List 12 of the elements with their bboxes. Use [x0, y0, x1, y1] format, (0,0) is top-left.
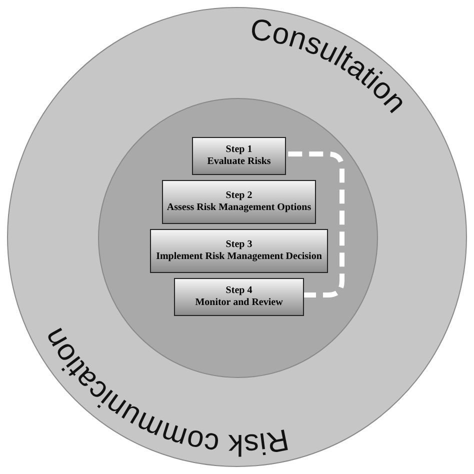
step-title: Implement Risk Management Decision	[156, 251, 322, 263]
step-box	[162, 180, 316, 224]
step-number: Step 3	[226, 239, 252, 251]
step-box	[150, 229, 328, 273]
step-box	[192, 137, 286, 175]
step-number: Step 4	[226, 285, 252, 297]
step-number: Step 1	[226, 144, 252, 156]
step-title: Monitor and Review	[195, 297, 283, 309]
step-box	[174, 278, 304, 316]
step-title: Assess Risk Management Options	[166, 202, 312, 214]
step-number: Step 2	[226, 190, 252, 202]
step-title: Evaluate Risks	[207, 156, 271, 168]
